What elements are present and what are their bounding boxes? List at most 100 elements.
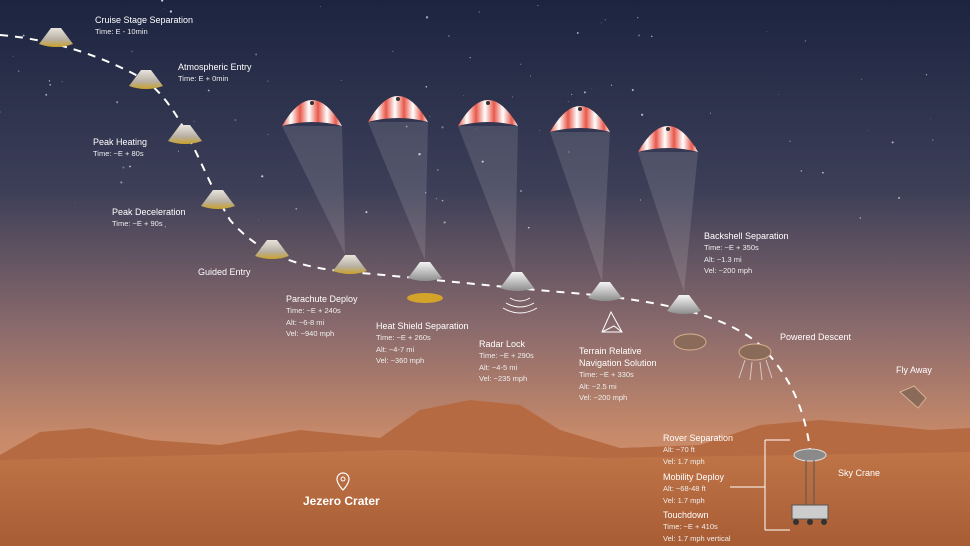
star <box>611 84 613 86</box>
star <box>17 70 20 73</box>
stage-detail: Vel: ~360 mph <box>376 356 425 365</box>
stage-detail: Alt: ~4-7 mi <box>376 344 415 354</box>
star <box>435 198 438 200</box>
star <box>234 119 237 121</box>
star <box>392 50 394 52</box>
star <box>583 91 586 94</box>
stage-detail: Vel: 1.7 mph <box>663 456 705 466</box>
star <box>568 151 570 153</box>
stage-detail: Time: E - 10min <box>95 27 148 36</box>
terrain-camera-cone-icon <box>601 310 623 333</box>
star <box>180 69 182 71</box>
star <box>930 117 932 119</box>
star <box>898 196 901 199</box>
capsule <box>333 255 367 274</box>
star <box>576 32 579 34</box>
star <box>925 74 928 76</box>
star <box>161 0 164 2</box>
stage-title: Rover Separation <box>663 433 734 443</box>
parachutes <box>282 96 698 292</box>
star <box>636 16 639 19</box>
star <box>193 120 195 122</box>
stage-title: Parachute Deploy <box>286 294 358 304</box>
star <box>604 19 606 21</box>
capsule <box>39 28 73 47</box>
location-label: Jezero Crater <box>303 494 380 508</box>
stage-detail: Vel: 1.7 mph <box>663 495 705 505</box>
star <box>631 89 634 92</box>
star <box>177 150 179 152</box>
star <box>530 75 532 77</box>
star <box>267 134 269 136</box>
ground <box>0 450 970 546</box>
star <box>429 116 431 117</box>
star <box>22 34 25 37</box>
star <box>131 50 133 53</box>
star <box>651 35 653 38</box>
stage-detail: Time: ~E + 410s <box>663 522 718 531</box>
stage-detail: Alt: ~2.5 mi <box>579 381 617 391</box>
stage-title: Sky Crane <box>838 468 881 478</box>
star <box>591 87 593 89</box>
star <box>48 80 51 82</box>
stage-detail: Alt: ~1.3 mi <box>704 254 742 264</box>
star <box>115 101 119 104</box>
capsule <box>129 70 163 89</box>
map-pin-icon <box>336 472 350 491</box>
star <box>861 78 863 80</box>
fly-away-stage <box>899 385 927 409</box>
stage-detail: Vel: 1.7 mph vertical <box>663 533 731 543</box>
star <box>164 225 166 228</box>
stage-title: Heat Shield Separation <box>376 321 469 331</box>
stage-title: Powered Descent <box>780 332 852 342</box>
star <box>45 93 48 96</box>
stage-detail: Time: ~E + 240s <box>286 306 341 315</box>
star <box>866 130 868 132</box>
star <box>441 126 444 129</box>
star <box>891 141 894 144</box>
star <box>822 171 824 174</box>
star <box>537 4 539 7</box>
star <box>600 22 602 24</box>
stage-label: Sky Crane <box>838 467 880 479</box>
star <box>766 30 768 32</box>
star <box>789 140 791 143</box>
star <box>932 139 934 141</box>
star <box>255 53 258 56</box>
star <box>571 93 573 96</box>
star <box>320 5 322 7</box>
star <box>0 111 1 113</box>
star <box>640 199 642 201</box>
stage-title: Terrain Relative <box>579 346 642 356</box>
heat-shield <box>407 293 443 303</box>
stage-detail: Vel: ~235 mph <box>479 374 528 383</box>
stage-detail: Alt: ~68-48 ft <box>663 484 706 493</box>
star <box>804 40 806 42</box>
capsules <box>39 28 701 314</box>
star <box>365 211 368 214</box>
capsule <box>667 295 701 314</box>
stage-title: Mobility Deploy <box>663 472 725 482</box>
parachute <box>638 126 698 292</box>
capsule <box>168 125 202 144</box>
sky-crane <box>793 448 827 462</box>
star <box>520 63 522 65</box>
star <box>258 219 260 221</box>
capsule <box>588 282 622 301</box>
stage-title-line2: Navigation Solution <box>579 358 657 368</box>
capsule <box>408 262 442 281</box>
parachute <box>368 96 428 260</box>
stage-detail: Alt: ~4-5 mi <box>479 362 518 372</box>
star <box>12 56 14 57</box>
star <box>859 217 861 219</box>
star <box>475 128 477 130</box>
star <box>418 153 421 156</box>
star <box>261 175 264 178</box>
star <box>425 16 429 19</box>
